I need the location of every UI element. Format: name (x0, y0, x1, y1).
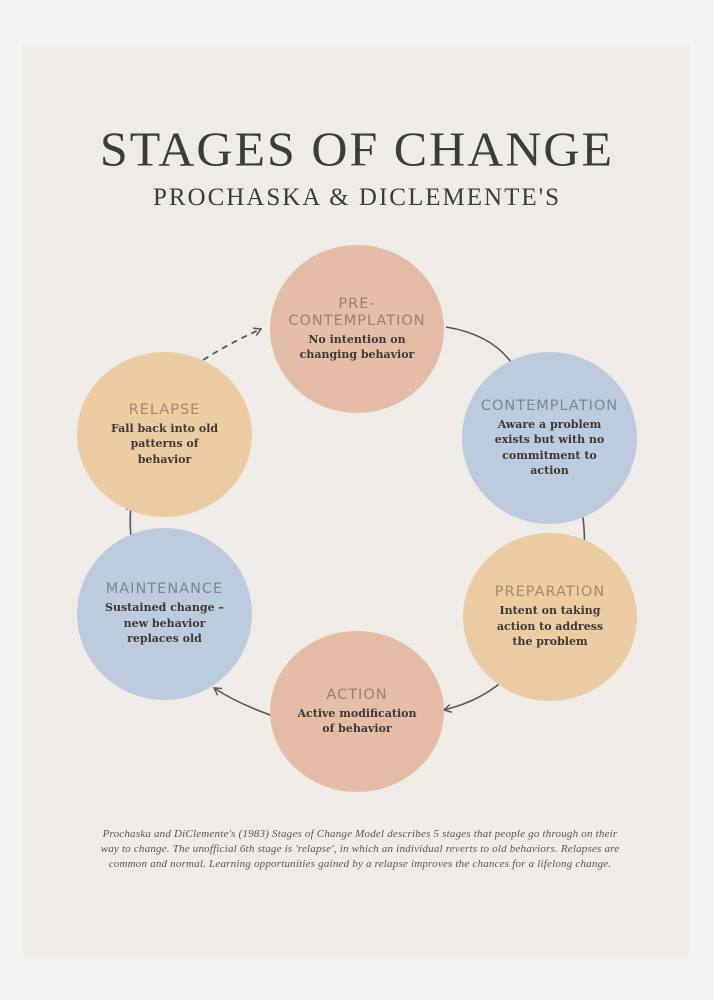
stage-name-line1: PRE- (338, 295, 376, 312)
stage-action: ACTION Active modification of behavior (270, 631, 444, 792)
stage-relapse: RELAPSE Fall back into old patterns of b… (77, 352, 252, 517)
stage-name: ACTION (326, 686, 388, 703)
stage-description: Sustained change – new behavior replaces… (105, 601, 224, 646)
stage-name-line2: CONTEMPLATION (288, 312, 426, 329)
stage-name: RELAPSE (128, 401, 201, 418)
stage-name: CONTEMPLATION (480, 397, 619, 414)
stage-name: MAINTENANCE (105, 581, 224, 598)
stage-description: Active modification of behavior (297, 706, 417, 736)
page-subtitle: PROCHASKA & DICLEMENTE'S (152, 184, 562, 211)
stage-description: Fall back into old patterns of behavior (110, 421, 219, 466)
stage-description: Aware a problem exists but with no commi… (494, 417, 605, 478)
stage-name: PRE- CONTEMPLATION (288, 296, 425, 330)
page-title: STAGES OF CHANGE (99, 121, 615, 177)
footer-description: Prochaska and DiClemente's (1983) Stages… (100, 828, 620, 870)
stage-contemplation: CONTEMPLATION Aware a problem exists but… (462, 352, 637, 524)
stage-maintenance: MAINTENANCE Sustained change – new behav… (77, 528, 252, 700)
stage-precontemplation: PRE- CONTEMPLATION No intention on chang… (270, 245, 444, 413)
stage-description: Intent on taking action to address the p… (496, 604, 604, 649)
stage-description: No intention on changing behavior (299, 332, 415, 362)
stage-name: PREPARATION (494, 584, 606, 601)
stage-preparation: PREPARATION Intent on taking action to a… (463, 533, 637, 701)
